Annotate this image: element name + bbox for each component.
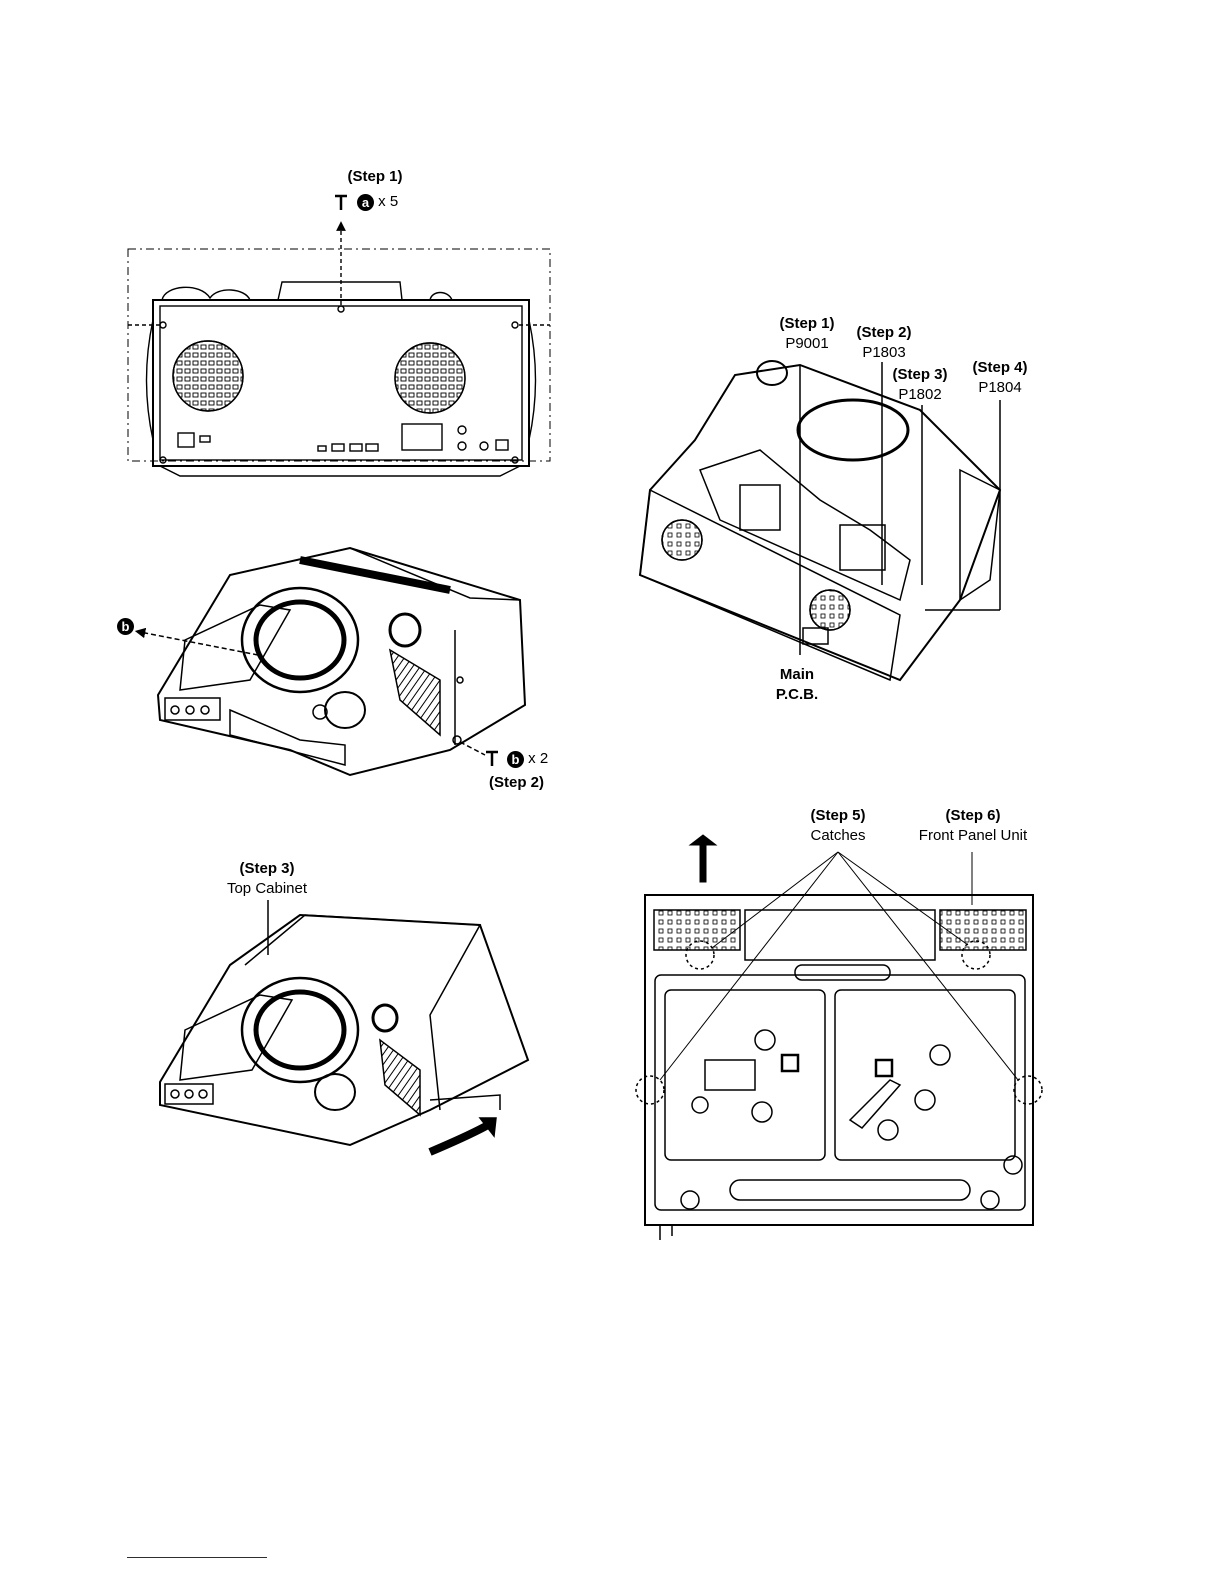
- front-angle-view-drawing: [140, 548, 525, 775]
- panel2-screw-callout: b x 2: [507, 750, 548, 768]
- rear-view-drawing: [128, 196, 550, 476]
- footer-rule: [127, 1557, 267, 1558]
- top-cabinet-removal-drawing: [160, 900, 528, 1152]
- panel3-step-label: (Step 3): [222, 860, 312, 878]
- panel3-part-label: Top Cabinet: [212, 880, 322, 898]
- panel2-step-label: (Step 2): [489, 774, 544, 792]
- panel1-screw-count: x 5: [378, 193, 398, 210]
- panel2-screw-count: x 2: [528, 750, 548, 767]
- panel2-pointer: b: [117, 617, 134, 635]
- panel1-step-label: (Step 1): [330, 168, 420, 186]
- connector-removal-drawing: [640, 361, 1000, 680]
- connector-p1803-label: P1803: [839, 344, 929, 362]
- panel1-screw-callout: a x 5: [357, 193, 398, 211]
- screw-b-pointer-badge: b: [117, 618, 134, 635]
- screw-b-badge: b: [507, 751, 524, 768]
- screw-a-badge: a: [357, 194, 374, 211]
- main-pcb-label-line2: P.C.B.: [757, 686, 837, 704]
- front-panel-unit-label: Front Panel Unit: [903, 827, 1043, 845]
- catches-label: Catches: [793, 827, 883, 845]
- panel5-step5-label: (Step 5): [793, 807, 883, 825]
- connector-p1802-label: P1802: [875, 386, 965, 404]
- panel4-step3-label: (Step 3): [875, 366, 965, 384]
- panel4-step2-label: (Step 2): [839, 324, 929, 342]
- panel4-step4-label: (Step 4): [955, 359, 1045, 377]
- connector-p1804-label: P1804: [955, 379, 1045, 397]
- panel5-step6-label: (Step 6): [928, 807, 1018, 825]
- bottom-view-drawing: [636, 835, 1042, 1240]
- main-pcb-label-line1: Main: [757, 666, 837, 684]
